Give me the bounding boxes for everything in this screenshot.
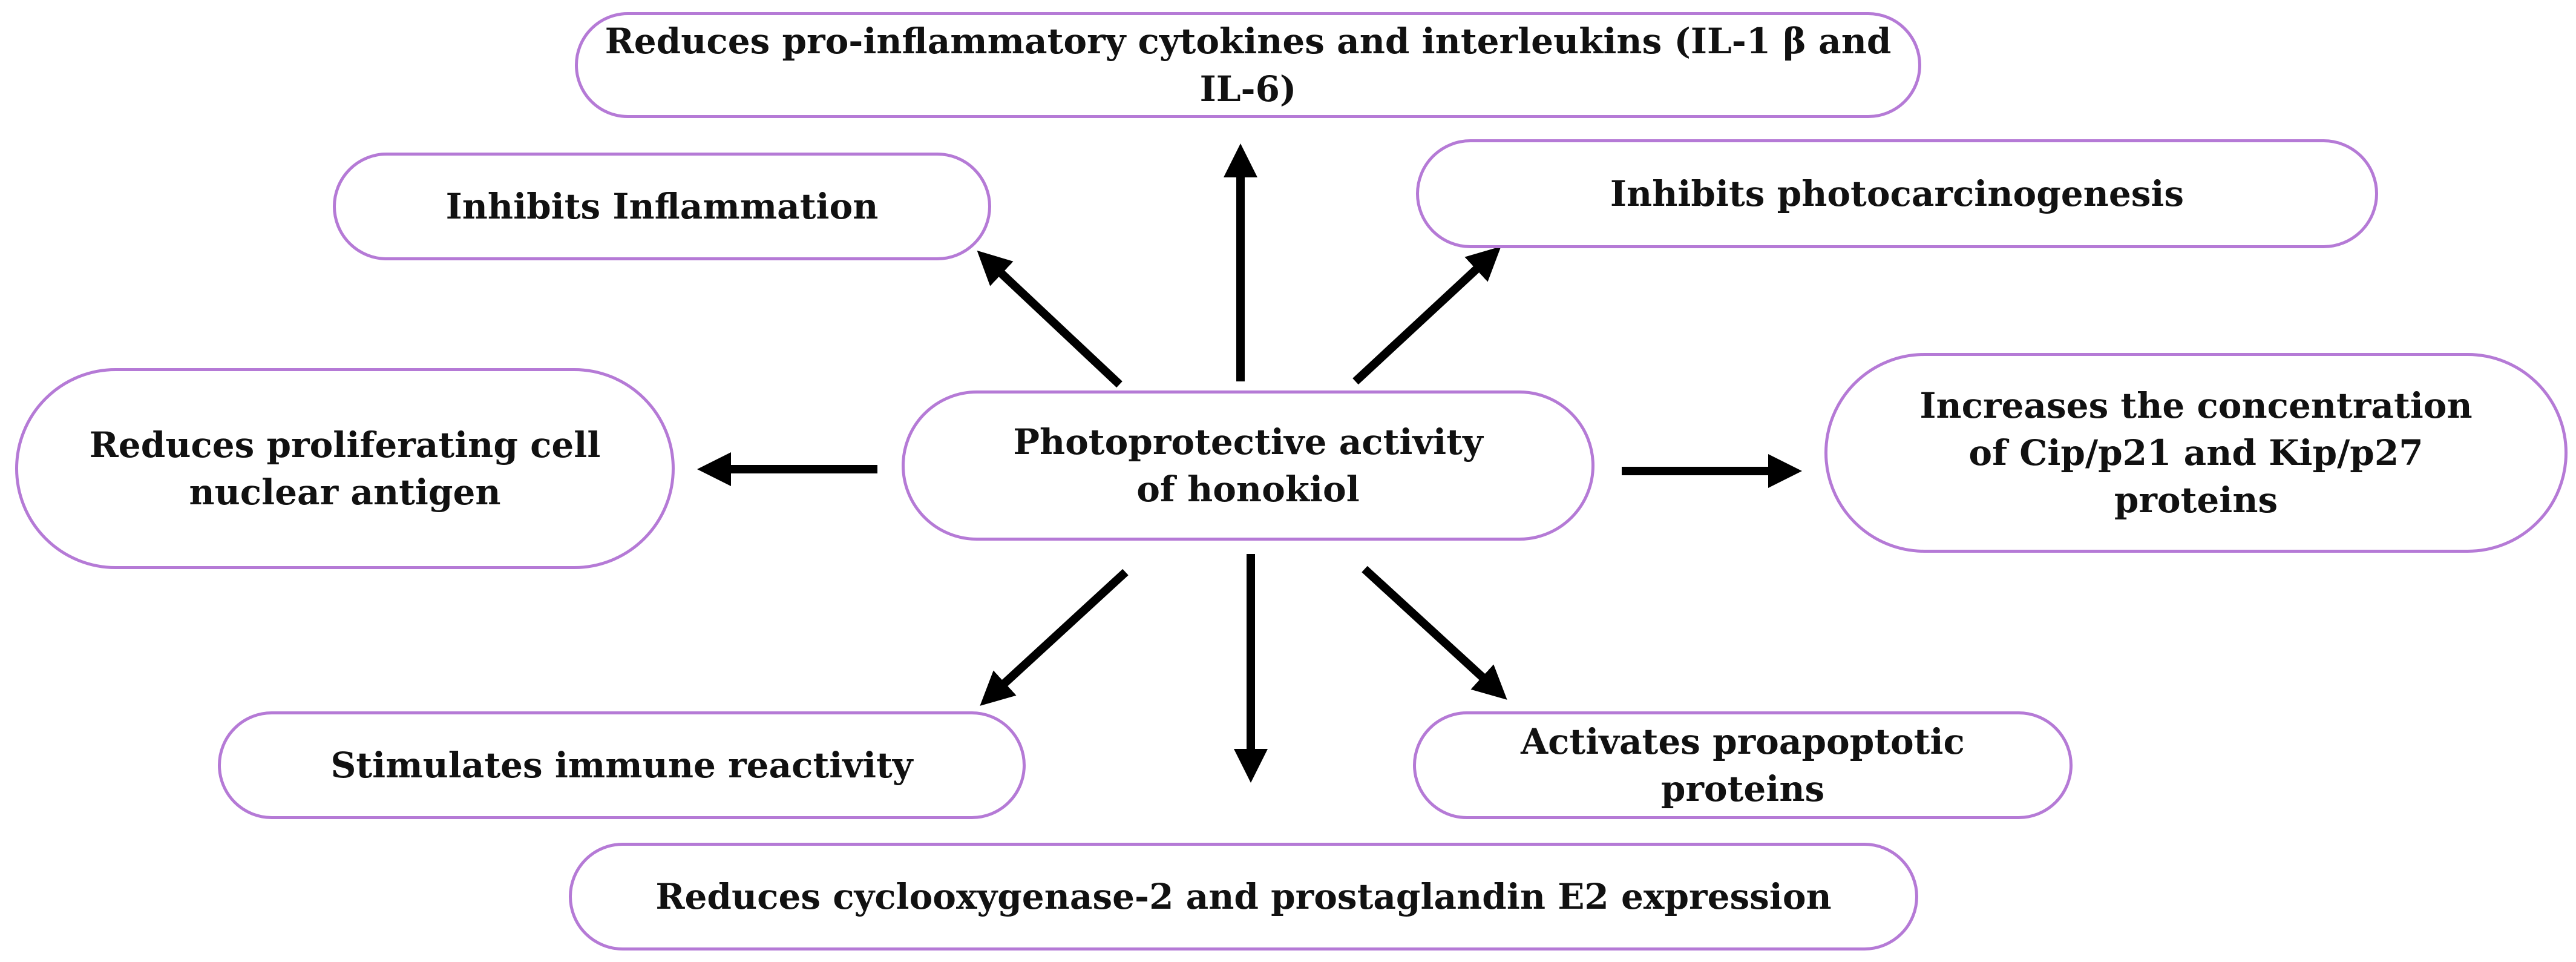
effect-label-upper-left: Inhibits Inflammation	[445, 185, 879, 227]
effect-node-upper-right: Inhibits photocarcinogenesis	[1416, 139, 2378, 248]
effect-label-right: Increases the concentration of Cip/p21 a…	[1919, 384, 2473, 521]
effect-node-bottom: Reduces cyclooxygenase-2 and prostagland…	[569, 843, 1918, 950]
effect-node-lower-left: Stimulates immune reactivity	[218, 711, 1026, 819]
effect-node-upper-left: Inhibits Inflammation	[333, 153, 991, 260]
effect-label-top: Reduces pro-inflammatory cytokines and i…	[605, 21, 1892, 110]
effect-label-upper-right: Inhibits photocarcinogenesis	[1610, 173, 2184, 214]
effect-node-lower-right: Activates proapoptotic proteins	[1413, 711, 2073, 819]
effect-node-top: Reduces pro-inflammatory cytokines and i…	[575, 12, 1921, 118]
arrow-to-upper-right	[1352, 246, 1501, 385]
center-node: Photoprotective activity of honokiol	[902, 390, 1594, 541]
effect-node-left: Reduces proliferating cell nuclear antig…	[15, 368, 675, 569]
effect-label-lower-left: Stimulates immune reactivity	[330, 744, 913, 786]
arrow-to-lower-left	[980, 568, 1129, 706]
effect-label-bottom: Reduces cyclooxygenase-2 and prostagland…	[655, 875, 1832, 917]
effect-label-left: Reduces proliferating cell nuclear antig…	[89, 424, 601, 513]
arrow-to-lower-right	[1362, 565, 1507, 700]
effect-label-lower-right: Activates proapoptotic proteins	[1521, 720, 1965, 809]
center-label: Photoprotective activity of honokiol	[1013, 421, 1483, 510]
arrow-to-upper-left	[977, 250, 1122, 388]
effect-node-right: Increases the concentration of Cip/p21 a…	[1824, 353, 2568, 553]
